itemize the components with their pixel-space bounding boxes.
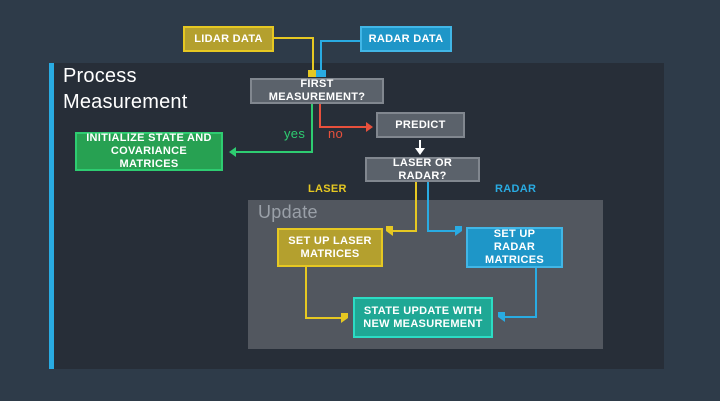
edge-setup-radar-horizontal (505, 316, 537, 318)
edge-radar-vertical (320, 40, 322, 71)
edge-no-horizontal (319, 126, 366, 128)
edge-label-no: no (328, 126, 344, 141)
page-title: Process Measurement (63, 63, 187, 115)
node-setup-radar-matrices-label: SET UP RADAR MATRICES (484, 228, 545, 266)
edge-radar-branch-vertical (427, 182, 429, 232)
node-initialize-state: INITIALIZE STATE AND COVARIANCE MATRICES (75, 132, 223, 171)
arrowhead-setup-laser-right-icon (341, 313, 348, 323)
edge-label-radar: RADAR (495, 183, 537, 195)
node-predict-label: PREDICT (395, 118, 446, 131)
edge-label-yes: yes (284, 126, 306, 141)
arrowhead-radar-branch-right-icon (455, 226, 462, 236)
update-group-label: Update (258, 202, 318, 222)
edge-radar-branch-horizontal (428, 230, 455, 232)
arrowhead-predict-down-icon (415, 148, 425, 155)
arrowhead-laser-branch-left-icon (386, 226, 393, 236)
edge-predict-vertical (419, 140, 421, 149)
edge-radar-horizontal (321, 40, 360, 42)
left-accent-bar (49, 63, 54, 369)
edge-yes-vertical (311, 104, 313, 153)
node-setup-laser-matrices-label: SET UP LASER MATRICES (288, 234, 372, 260)
page-title-line2: Measurement (63, 91, 188, 113)
edge-no-vertical (319, 104, 321, 128)
node-state-update: STATE UPDATE WITH NEW MEASUREMENT (353, 297, 493, 338)
node-lidar-data: LIDAR DATA (183, 26, 274, 52)
arrowhead-no-right-icon (366, 122, 373, 132)
node-first-measurement: FIRST MEASUREMENT? (250, 78, 384, 104)
edge-setup-laser-horizontal (305, 317, 341, 319)
node-predict: PREDICT (376, 112, 465, 138)
node-radar-data-label: RADAR DATA (368, 32, 444, 45)
node-initialize-state-label: INITIALIZE STATE AND COVARIANCE MATRICES (86, 132, 212, 170)
node-first-measurement-label: FIRST MEASUREMENT? (268, 78, 366, 103)
edge-yes-horizontal (236, 151, 313, 153)
edge-setup-radar-vertical (535, 268, 537, 318)
arrowhead-setup-radar-left-icon (498, 312, 505, 322)
node-lidar-data-label: LIDAR DATA (194, 32, 263, 45)
arrowhead-radar-down-icon (316, 70, 326, 77)
edge-lidar-horizontal (273, 37, 314, 39)
edge-setup-laser-vertical (305, 267, 307, 319)
node-state-update-label: STATE UPDATE WITH NEW MEASUREMENT (363, 304, 483, 330)
page-title-line1: Process (63, 65, 137, 87)
edge-laser-branch-horizontal (393, 230, 417, 232)
edge-label-laser: LASER (308, 183, 347, 195)
edge-lidar-vertical (312, 37, 314, 71)
node-laser-or-radar: LASER OR RADAR? (365, 157, 480, 182)
node-radar-data: RADAR DATA (360, 26, 452, 52)
node-setup-radar-matrices: SET UP RADAR MATRICES (466, 227, 563, 268)
edge-laser-branch-vertical (415, 182, 417, 232)
arrowhead-lidar-down-icon (308, 70, 318, 77)
arrowhead-yes-left-icon (229, 147, 236, 157)
node-setup-laser-matrices: SET UP LASER MATRICES (277, 228, 383, 267)
node-laser-or-radar-label: LASER OR RADAR? (392, 156, 453, 182)
